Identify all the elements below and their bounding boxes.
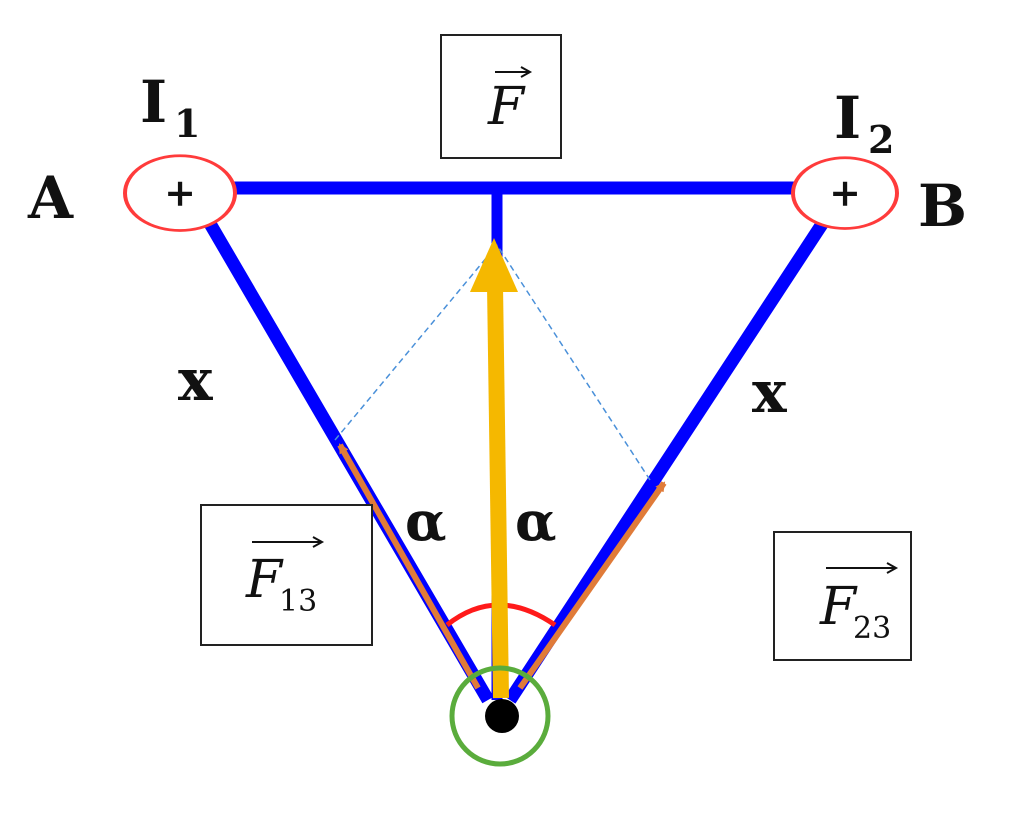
angle-right-label: α (515, 489, 557, 553)
current-2-label: I (834, 84, 861, 152)
force-13-label: F (245, 550, 284, 610)
distance-right-label: x (752, 358, 787, 426)
force-23-arrow (517, 481, 667, 690)
resultant-label: F (487, 77, 526, 137)
current-2-symbol: + (829, 170, 861, 215)
resultant-label-box (440, 34, 562, 159)
current-1-circle (123, 154, 237, 232)
current-2-subscript: 2 (868, 117, 894, 162)
force-23-subscript: 23 (853, 611, 891, 646)
current-2-circle (791, 156, 899, 230)
current-1-label: I (140, 68, 167, 136)
force-13-arrow (337, 443, 481, 690)
force-13-subscript: 13 (279, 584, 317, 619)
current-1-symbol: + (164, 170, 196, 215)
point-circle (449, 665, 551, 767)
force-23-vector-tip (886, 562, 899, 574)
right-side (504, 211, 834, 704)
current-1-subscript: 1 (174, 101, 200, 146)
force-23-label-box (773, 531, 912, 661)
distance-left-label: x (178, 346, 213, 414)
resultant-vector-tip (520, 66, 533, 78)
resultant-force-head (470, 238, 518, 292)
force-23-label: F (819, 577, 858, 637)
point-dot (485, 699, 519, 733)
force-13-label-box (200, 504, 373, 646)
point-b-label: B (918, 172, 967, 240)
resultant-force-shaft (487, 284, 509, 699)
force-13-vector-tip (312, 536, 325, 548)
angle-left-label: α (405, 489, 447, 553)
parallelogram-right (496, 244, 651, 481)
parallelogram-left (334, 244, 498, 441)
point-a-label: A (27, 164, 74, 232)
